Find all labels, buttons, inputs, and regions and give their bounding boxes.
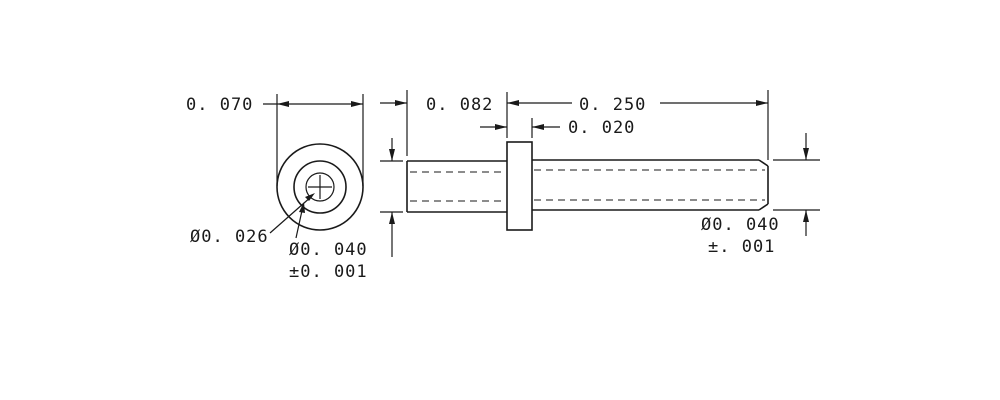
arrow-right-dia-top	[803, 148, 809, 160]
arrow-020-left	[495, 124, 507, 130]
tip-chamfer-top	[758, 159, 769, 167]
arrow-bore	[305, 193, 315, 201]
arrow-070-left	[277, 101, 289, 107]
arrow-right-dia-bottom	[803, 210, 809, 222]
arrow-020-right	[532, 124, 544, 130]
side-view	[380, 90, 820, 257]
arrow-pin	[299, 202, 305, 213]
arrow-250-right	[756, 100, 768, 106]
end-view-outer-circle	[276, 143, 364, 231]
dim-label-overall-length: 0. 250	[579, 95, 646, 115]
dim-label-end-pin-dia: Ø0. 040	[289, 240, 368, 260]
flange	[506, 141, 533, 231]
dim-label-flange-width: 0. 020	[568, 118, 635, 138]
end-view-pin-circle	[293, 160, 347, 214]
arrow-082-left	[395, 100, 407, 106]
dim-label-shoulder-offset: 0. 082	[426, 95, 493, 115]
arrow-left-dia-top	[389, 149, 395, 161]
dim-label-bore-dia: Ø0. 026	[190, 227, 269, 247]
dim-label-tail-tol: ±. 001	[708, 237, 775, 257]
dim-label-end-pin-tol: ±0. 001	[289, 262, 368, 282]
arrow-070-right	[351, 101, 363, 107]
arrow-left-dia-bottom	[389, 212, 395, 224]
tip-chamfer-bottom	[758, 203, 769, 211]
end-view-bore-circle	[305, 172, 335, 202]
leader-bore	[269, 195, 313, 234]
dim-label-tail-dia: Ø0. 040	[701, 215, 780, 235]
end-view	[263, 94, 364, 239]
dim-label-end-view-width: 0. 070	[186, 95, 253, 115]
